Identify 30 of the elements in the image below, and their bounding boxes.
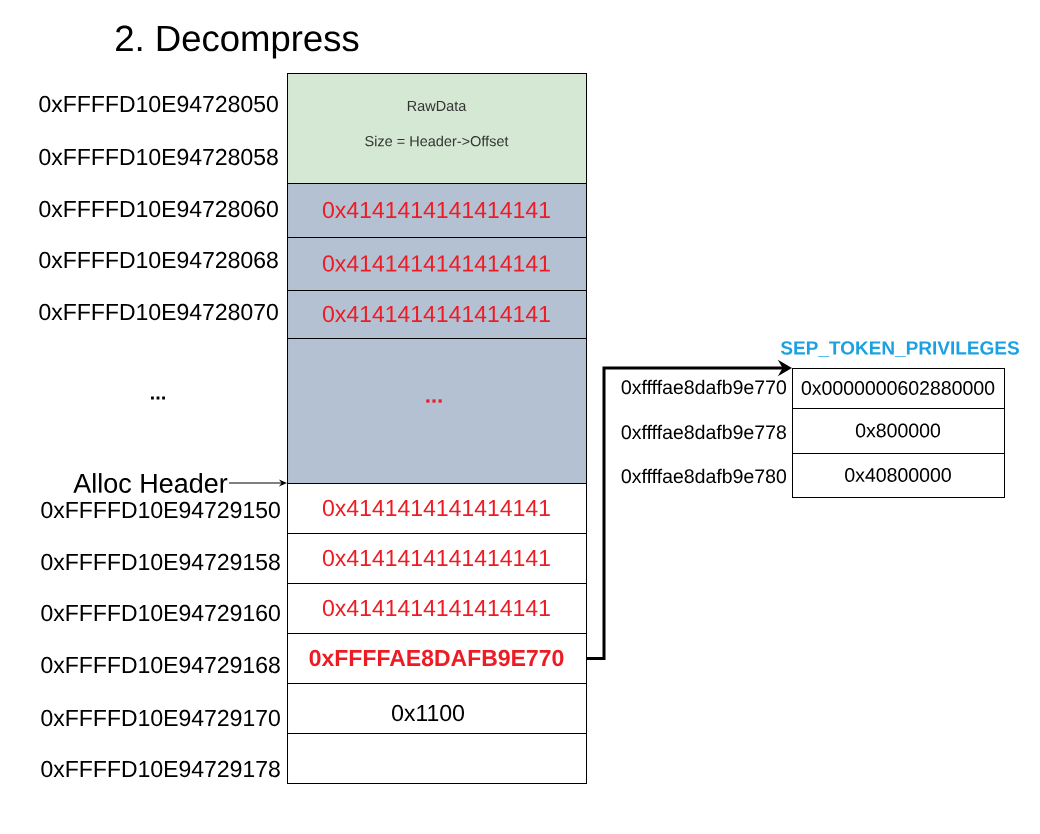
address-label: 0xFFFFD10E94729178: [41, 760, 280, 778]
title: 2. Decompress: [116, 25, 359, 59]
address-label: 0xFFFFD10E94728050: [39, 95, 278, 113]
table-heading: SEP_TOKEN_PRIVILEGES: [780, 341, 1019, 357]
memory-cell: 0x4141414141414141: [287, 483, 587, 534]
address-label: 0xFFFFD10E94729150: [41, 501, 280, 519]
address-label: 0xFFFFD10E94729170: [41, 709, 280, 727]
address-label: 0xFFFFD10E94728070: [39, 303, 278, 321]
ellipsis-label: ...: [151, 396, 165, 400]
address-label: 0xFFFFD10E94729168: [41, 656, 280, 674]
address-label: 0xffffae8dafb9e778: [621, 424, 786, 440]
memory-cell: 0x0000000602880000: [792, 368, 1005, 409]
address-label: 0xFFFFD10E94728060: [39, 200, 278, 218]
address-label: 0xFFFFD10E94729160: [41, 604, 280, 622]
memory-cell: 0x4141414141414141: [287, 533, 587, 584]
memory-cell: 0x40800000: [792, 453, 1005, 498]
address-label: 0xFFFFD10E94728058: [39, 148, 278, 166]
memory-cell: RawData Size = Header->Offset: [287, 73, 587, 184]
memory-cell: 0x4141414141414141: [287, 183, 587, 238]
memory-cell: 0x800000: [792, 408, 1005, 454]
memory-cell: 0x4141414141414141: [287, 237, 587, 291]
address-label: 0xFFFFD10E94729158: [41, 553, 280, 571]
address-label: 0xffffae8dafb9e780: [621, 468, 787, 484]
pointer-label: Alloc Header: [73, 473, 228, 493]
memory-cell: 0x4141414141414141: [287, 583, 587, 634]
address-label: 0xFFFFD10E94728068: [39, 251, 278, 269]
memory-cell: 0xFFFFAE8DAFB9E770: [287, 633, 587, 684]
memory-cell: 0x1100: [287, 683, 587, 734]
address-label: 0xffffae8dafb9e770: [621, 379, 787, 395]
memory-cell: 0x4141414141414141: [287, 290, 587, 339]
